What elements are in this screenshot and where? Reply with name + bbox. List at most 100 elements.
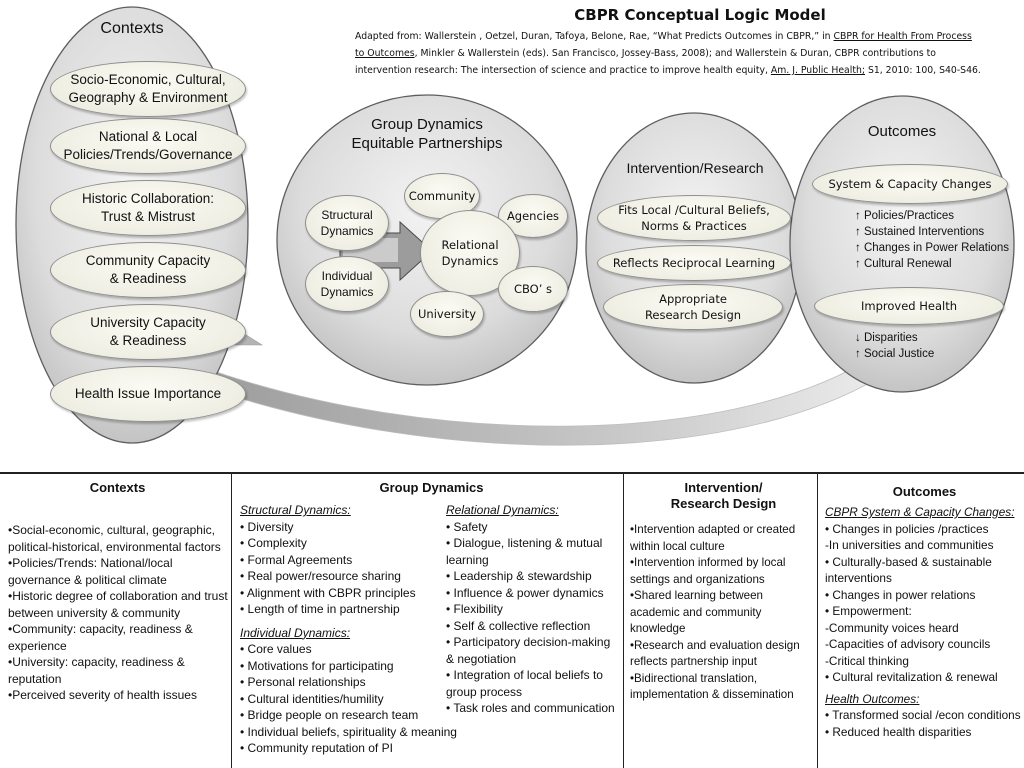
list-item: • Personal relationships — [240, 675, 366, 689]
detail-table: Contexts •Social-economic, cultural, geo… — [0, 472, 1024, 768]
list-item: • Cultural revitalization & renewal — [825, 670, 998, 684]
list-item: •Shared learning between — [630, 589, 763, 602]
list-item: -Community voices heard — [825, 620, 959, 635]
feedback-arrow — [184, 351, 906, 446]
list-item: settings and organizations — [630, 572, 765, 586]
structural-dynamics-heading: Structural Dynamics: — [240, 503, 351, 517]
list-item: governance & political climate — [8, 572, 167, 587]
list-item: • Complexity — [240, 536, 307, 550]
list-item: knowledge — [630, 622, 686, 635]
list-item: learning — [446, 552, 489, 567]
intervention-detail-list: •Intervention adapted or created within … — [630, 522, 817, 704]
list-item: • Cultural identities/humility — [240, 691, 384, 706]
intervention-pill-fits-local: Fits Local /Cultural Beliefs,Norms & Pra… — [597, 195, 791, 241]
list-item: -Capacities of advisory councils — [825, 637, 991, 651]
table-col-intervention: Intervention/ Research Design •Intervent… — [623, 474, 817, 768]
list-item: •Perceived severity of health issues — [8, 688, 197, 702]
list-item: •University: capacity, readiness & — [8, 655, 185, 669]
list-item: • Influence & power dynamics — [446, 585, 604, 600]
table-col-contexts: Contexts •Social-economic, cultural, geo… — [0, 474, 231, 768]
list-item: • Empowerment: — [825, 604, 912, 618]
list-item: • Participatory decision-making — [446, 635, 611, 649]
system-change-item: ↑ Policies/Practices — [855, 210, 955, 222]
outcomes-pill-improved-health: Improved Health — [814, 287, 1004, 325]
table-col-outcomes: Outcomes CBPR System & Capacity Changes:… — [817, 474, 1024, 768]
list-item: reputation — [8, 671, 62, 686]
context-pill-community-capacity: Community Capacity& Readiness — [50, 242, 246, 298]
list-item: • Diversity — [240, 519, 294, 534]
citation-text: Adapted from: Wallerstein , Oetzel, Dura… — [355, 31, 981, 76]
system-change-item: ↑ Cultural Renewal — [855, 258, 952, 270]
list-item: • Individual beliefs, spirituality & mea… — [240, 724, 457, 739]
table-col-group-dynamics: Group Dynamics Structural Dynamics: • Di… — [231, 474, 623, 768]
list-item: •Policies/Trends: National/local — [8, 556, 173, 570]
list-item: •Social-economic, cultural, geographic, — [8, 523, 215, 537]
list-item: academic and community — [630, 605, 762, 619]
intervention-pill-reciprocal-learning: Reflects Reciprocal Learning — [597, 245, 791, 281]
table-header-contexts: Contexts — [89, 480, 146, 495]
context-pill-university-capacity: University Capacity& Readiness — [50, 304, 246, 360]
outcomes-title: Outcomes — [867, 123, 937, 140]
list-item: •Bidirectional translation, — [630, 671, 758, 685]
health-change-item: ↓ Disparities — [855, 332, 918, 344]
health-change-item: ↑ Social Justice — [855, 348, 935, 360]
list-item: • Dialogue, listening & mutual — [446, 536, 603, 550]
list-item: • Culturally-based & sustainable — [825, 554, 992, 569]
outcomes-pill-system-capacity: System & Capacity Changes — [812, 164, 1008, 204]
list-item: interventions — [825, 571, 892, 585]
list-item: • Reduced health disparities — [825, 724, 972, 739]
list-item: • Formal Agreements — [240, 552, 353, 567]
list-item: -Critical thinking — [825, 653, 909, 668]
cbos-bubble: CBO’ s — [498, 266, 568, 312]
diagram-title: CBPR Conceptual Logic Model — [574, 6, 826, 24]
list-item: •Intervention informed by local — [630, 556, 786, 569]
list-item: • Community reputation of PI — [240, 741, 393, 755]
list-item: • Changes in power relations — [825, 587, 976, 602]
individual-dynamics-heading: Individual Dynamics: — [240, 625, 351, 640]
outcomes-detail-list: CBPR System & Capacity Changes: • Change… — [825, 504, 1024, 740]
system-change-item: ↑ Sustained Interventions — [855, 226, 985, 238]
relational-list: Relational Dynamics: • Safety • Dialogue… — [446, 502, 622, 717]
relational-dynamics-heading: Relational Dynamics: — [446, 503, 559, 517]
list-item: • Bridge people on research team — [240, 708, 419, 722]
list-item: • Motivations for participating — [240, 658, 394, 673]
group-dynamics-title: Group Dynamics Equitable Partnerships — [351, 116, 503, 152]
university-bubble: University — [410, 291, 484, 337]
system-changes-list: ↑ Policies/Practices ↑ Sustained Interve… — [855, 208, 1009, 272]
list-item: group process — [446, 684, 523, 699]
table-header-group-dynamics: Group Dynamics — [379, 480, 484, 495]
list-item: •Historic degree of collaboration and tr… — [8, 589, 228, 603]
list-item: • Leadership & stewardship — [446, 569, 592, 583]
table-header-intervention: Intervention/ Research Design — [670, 480, 777, 511]
health-outcomes-heading: Health Outcomes: — [825, 691, 920, 706]
list-item: • Transformed social /econ conditions — [825, 708, 1021, 722]
list-item: • Self & collective reflection — [446, 618, 591, 633]
list-item: • Real power/resource sharing — [240, 569, 401, 583]
list-item: • Changes in policies /practices — [825, 521, 989, 536]
list-item: within local culture — [630, 539, 725, 553]
list-item: • Flexibility — [446, 602, 503, 616]
contexts-title: Contexts — [100, 20, 164, 37]
list-item: • Length of time in partnership — [240, 602, 400, 616]
list-item: political-historical, environmental fact… — [8, 539, 221, 554]
list-item: reflects partnership input — [630, 655, 757, 668]
list-item: • Core values — [240, 642, 312, 656]
list-item: between university & community — [8, 605, 181, 620]
list-item: -In universities and communities — [825, 538, 994, 552]
context-pill-socio-economic: Socio-Economic, Cultural,Geography & Env… — [50, 61, 246, 117]
list-item: experience — [8, 638, 67, 653]
list-item: •Intervention adapted or created — [630, 523, 796, 536]
list-item: • Alignment with CBPR principles — [240, 585, 416, 600]
system-change-item: ↑ Changes in Power Relations — [855, 242, 1010, 254]
list-item: implementation & dissemination — [630, 688, 794, 701]
list-item: •Research and evaluation design — [630, 638, 800, 652]
context-pill-historic: Historic Collaboration:Trust & Mistrust — [50, 180, 246, 236]
structural-individual-list: Structural Dynamics: • Diversity • Compl… — [240, 502, 457, 757]
health-changes-list: ↓ Disparities ↑ Social Justice — [855, 330, 934, 362]
list-item: • Task roles and communication — [446, 701, 615, 715]
context-pill-health-issue: Health Issue Importance — [50, 366, 246, 422]
